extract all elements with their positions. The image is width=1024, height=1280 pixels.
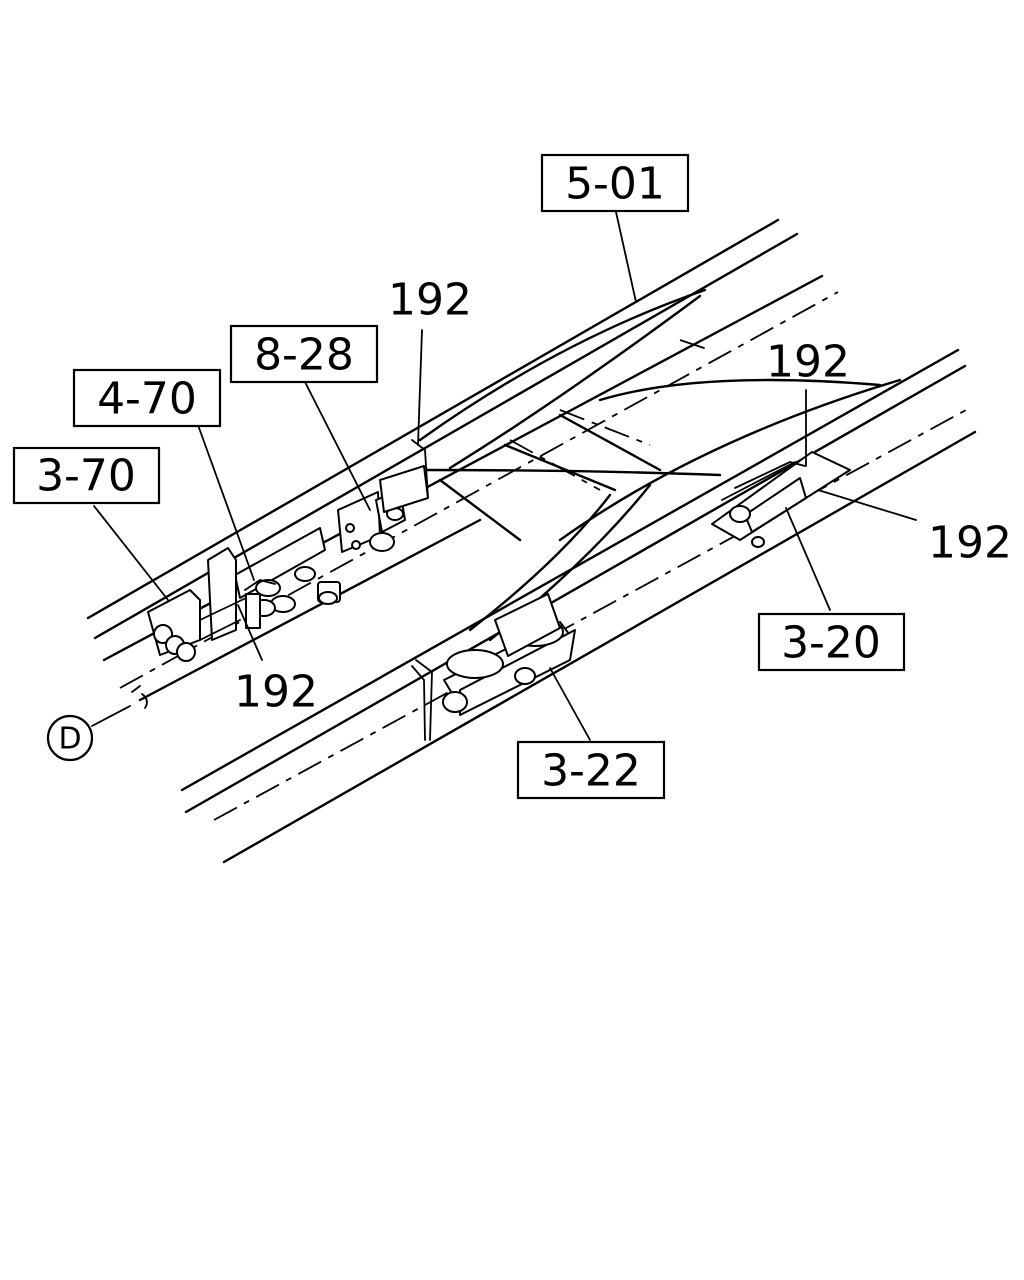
- callout-valve-unit: 4-70: [72, 368, 222, 428]
- callout-frame: 5-01: [540, 153, 690, 213]
- callout-crossmember-bracket-label: 8-28: [254, 330, 354, 381]
- part-number-left-lower: 192: [234, 667, 318, 718]
- rear-fitting: [147, 589, 247, 662]
- part-number-right-lower: 192: [928, 518, 1012, 569]
- valve-assembly: [207, 527, 341, 641]
- tank-mount: [442, 593, 576, 716]
- callout-side-bracket-label: 3-20: [781, 618, 881, 669]
- callout-tank-mount: 3-22: [516, 740, 666, 800]
- part-number-right-upper: 192: [766, 337, 850, 388]
- leader-lines: [91, 211, 917, 741]
- part-number-upper: 192: [388, 275, 472, 326]
- callout-side-bracket: 3-20: [757, 612, 906, 672]
- crossmember-bracket: [337, 439, 429, 553]
- callout-rear-fitting: 3-70: [12, 446, 161, 505]
- break-symbol: [131, 685, 148, 709]
- view-reference-marker: D: [46, 714, 94, 762]
- view-reference-label: D: [58, 722, 81, 757]
- side-bracket: [711, 451, 851, 548]
- callout-valve-unit-label: 4-70: [97, 374, 197, 425]
- callout-frame-label: 5-01: [565, 159, 665, 210]
- crossmember: [418, 288, 902, 642]
- callout-tank-mount-label: 3-22: [541, 746, 641, 797]
- callout-crossmember-bracket: 8-28: [229, 324, 379, 384]
- callout-rear-fitting-label: 3-70: [36, 451, 136, 502]
